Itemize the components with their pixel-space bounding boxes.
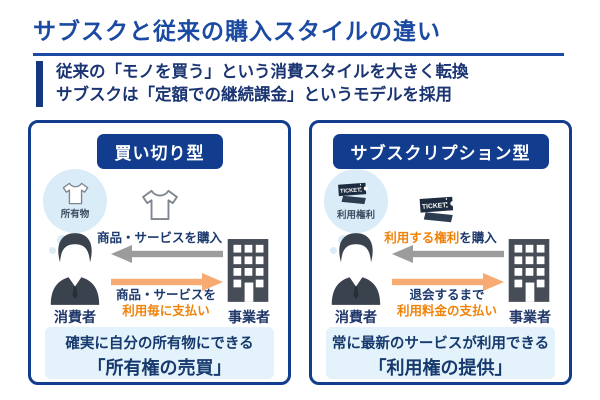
arrow-purchase-left	[392, 245, 504, 263]
payment-label: 退会するまで 利用料金の支払い	[378, 287, 516, 319]
business-building-icon	[508, 239, 550, 302]
purchase-label: 利用する権利を購入	[312, 227, 569, 246]
payment-label-line1: 退会するまで	[409, 288, 485, 302]
bubble-label: 利用権利	[336, 210, 375, 221]
consumer-label: 消費者	[335, 309, 377, 325]
consumer-icon	[50, 233, 100, 305]
payment-label-line1: 商品・サービスを	[115, 288, 216, 302]
payment-label: 商品・サービスを 利用毎に支払い	[97, 287, 235, 319]
thought-bubble-ownership: 所有物	[43, 169, 107, 233]
summary-box: 確実に自分の所有物にできる 「所有権の売買」	[45, 327, 274, 379]
tshirt-icon	[141, 189, 178, 221]
consumer-label: 消費者	[54, 309, 96, 325]
summary-box: 常に最新のサービスが利用できる 「利用権の提供」	[326, 327, 555, 379]
subtitle-line-2: サブスクは「定額での継続課金」というモデルを採用	[56, 86, 452, 105]
summary-line1: 確実に自分の所有物にできる	[65, 336, 254, 352]
purchase-label-highlight: 利用する権利	[384, 231, 460, 245]
purchase-label-plain: を購入	[459, 231, 497, 245]
payment-label-line2: 利用毎に支払い	[122, 304, 210, 318]
panel-buyout: 買い切り型 所有物 商品・サービスを購入 消費者 事業者	[28, 120, 291, 385]
thought-bubble-license: TICKET 利用権利	[324, 169, 388, 233]
bubble-label: 所有物	[60, 209, 90, 220]
ticket-text: TICKET	[421, 202, 447, 211]
subtitle-block: 従来の「モノを買う」という消費スタイルを大きく転換 サブスクは「定額での継続課金…	[36, 61, 469, 108]
payment-label-line2: 利用料金の支払い	[396, 304, 497, 318]
business-building-icon	[227, 239, 269, 302]
summary-line1: 常に最新のサービスが利用できる	[331, 336, 550, 352]
tshirt-icon	[62, 182, 88, 205]
purchase-label-plain: 商品・サービスを購入	[96, 231, 222, 245]
panel-subscription-title: サブスクリプション型	[332, 134, 549, 169]
bubble-trail-dot	[330, 247, 337, 254]
ticket-icon: TICKET	[338, 182, 368, 205]
summary-line2: 「利用権の提供」	[368, 358, 513, 378]
arrow-purchase-left	[111, 245, 223, 263]
summary-line2: 「所有権の売買」	[87, 358, 232, 378]
business-label: 事業者	[228, 309, 270, 325]
business-label: 事業者	[509, 309, 551, 325]
page-title: サブスクと従来の購入スタイルの違い	[33, 12, 564, 56]
consumer-icon	[331, 233, 381, 305]
subtitle-line-1: 従来の「モノを買う」という消費スタイルを大きく転換	[56, 63, 469, 81]
ticket-icon: TICKET	[419, 196, 455, 223]
panel-subscription: サブスクリプション型 TICKET 利用権利 TICKET 利用する権利を購入	[309, 120, 572, 385]
panel-buyout-title: 買い切り型	[96, 134, 223, 169]
arrow-payment-right	[111, 273, 223, 291]
bubble-trail-dot	[49, 247, 56, 254]
ticket-text: TICKET	[340, 187, 361, 194]
arrow-payment-right	[392, 273, 504, 291]
purchase-label: 商品・サービスを購入	[31, 227, 288, 246]
